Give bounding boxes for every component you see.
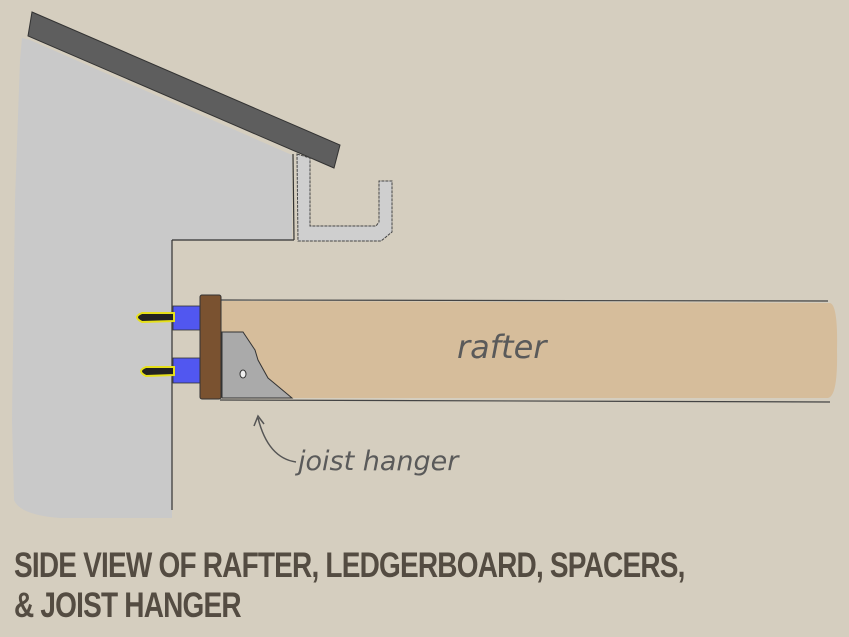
caption-line-2: & JOIST HANGER (14, 586, 242, 625)
rafter-label: rafter (457, 328, 548, 366)
rafter-board (220, 301, 838, 398)
rafter-top-line (219, 299, 829, 302)
house-wall (12, 38, 292, 518)
joist-hanger-label: joist hanger (294, 446, 460, 477)
pointer-arrow (257, 417, 297, 463)
hanger-nail-hole (239, 369, 247, 379)
spacer-top (172, 305, 201, 331)
spacer-bottom (172, 357, 201, 384)
joist-hanger (221, 331, 294, 399)
fascia-line (292, 153, 295, 241)
gutter (296, 153, 393, 242)
arrow-head-icon (253, 414, 265, 427)
ledgerboard (199, 294, 222, 400)
bolt-bottom (140, 366, 175, 378)
figure-caption: SIDE VIEW OF RAFTER, LEDGERBOARD, SPACER… (14, 546, 685, 626)
bolt-top (136, 312, 175, 324)
rafter-bottom-line (219, 399, 831, 403)
roof-edge (27, 11, 341, 169)
caption-line-1: SIDE VIEW OF RAFTER, LEDGERBOARD, SPACER… (14, 546, 685, 585)
